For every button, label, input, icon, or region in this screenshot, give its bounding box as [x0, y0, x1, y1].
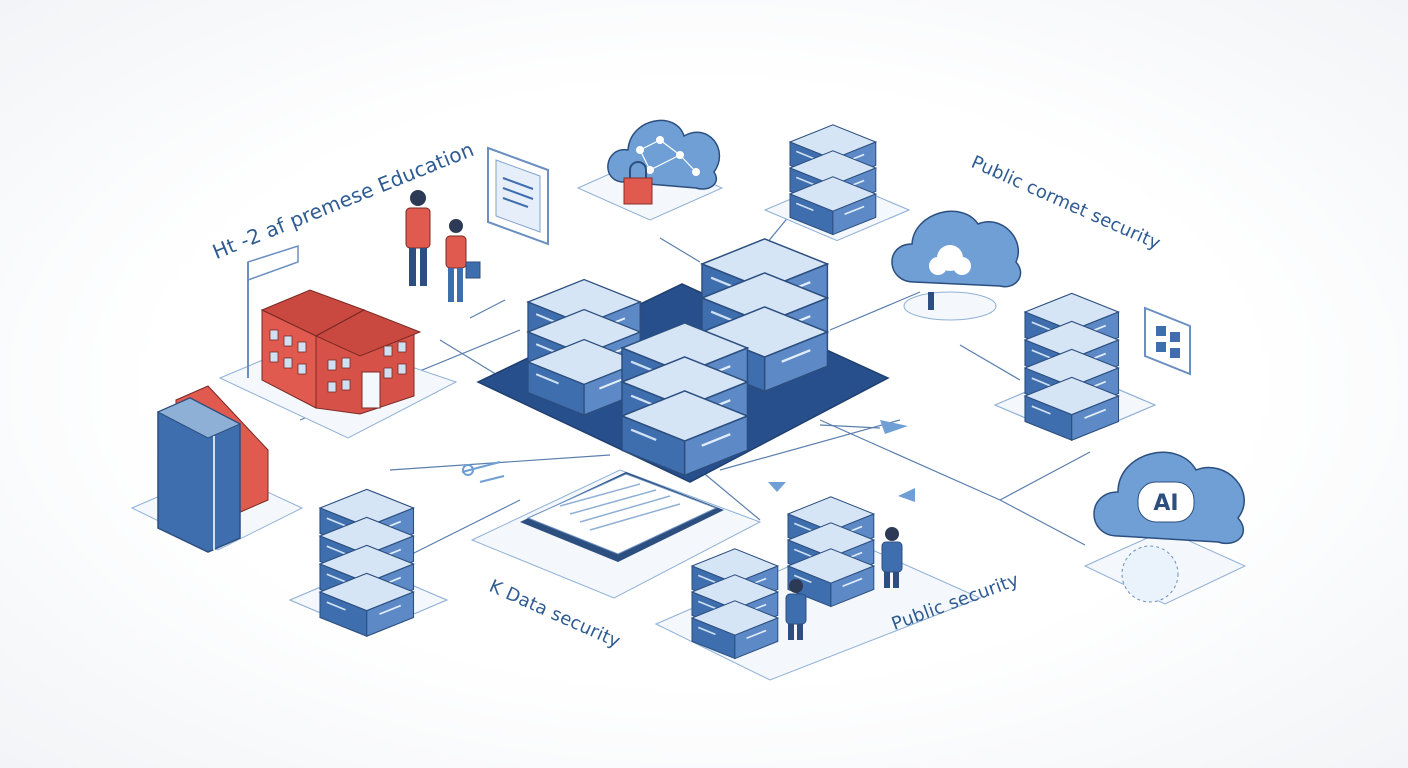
person-icon [405, 190, 481, 302]
server-rack-top [764, 124, 910, 242]
cloud-ai-icon: AI [1083, 451, 1247, 605]
lock-icon [623, 161, 653, 205]
grid-panel-icon [1144, 306, 1191, 376]
tools-icon [461, 461, 505, 483]
cloud-tree-icon [891, 210, 1022, 321]
ai-label: AI [1153, 491, 1178, 516]
central-server-front [620, 321, 749, 477]
cloud-network-icon [576, 119, 724, 221]
tablet-icon [487, 146, 549, 246]
globe-icon [1121, 545, 1179, 603]
person-icon [785, 527, 903, 640]
server-rack-bottom-left [289, 488, 448, 638]
book-stack-icon [130, 385, 304, 553]
server-rack-right [994, 292, 1156, 442]
document-icon [470, 469, 762, 599]
flow-arrows [768, 420, 915, 502]
school-building-icon [218, 244, 458, 439]
